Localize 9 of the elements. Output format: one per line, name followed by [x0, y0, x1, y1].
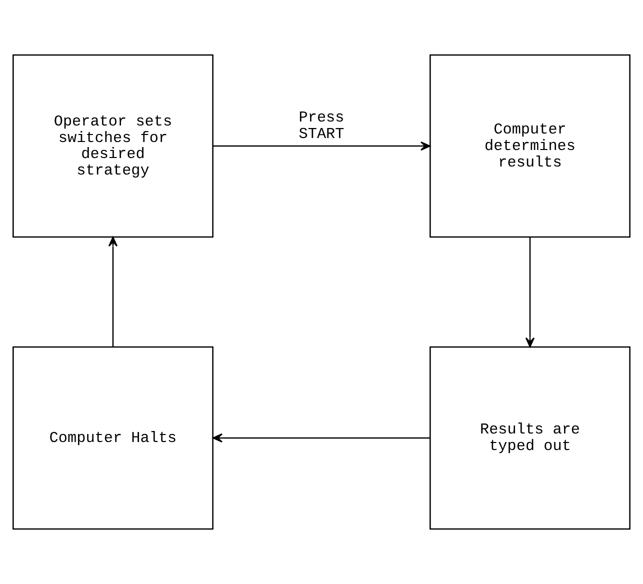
- arrow: [108, 236, 118, 347]
- node-box: Computer determines results: [430, 54, 630, 238]
- arrow: [212, 141, 430, 151]
- arrow: [525, 237, 535, 348]
- node-box: Operator sets switches for desired strategy: [12, 54, 214, 238]
- arrow: [212, 433, 430, 443]
- node-box: Computer Halts: [12, 346, 214, 530]
- edge-label: Press START: [298, 108, 344, 143]
- node-box: Results are typed out: [430, 346, 630, 530]
